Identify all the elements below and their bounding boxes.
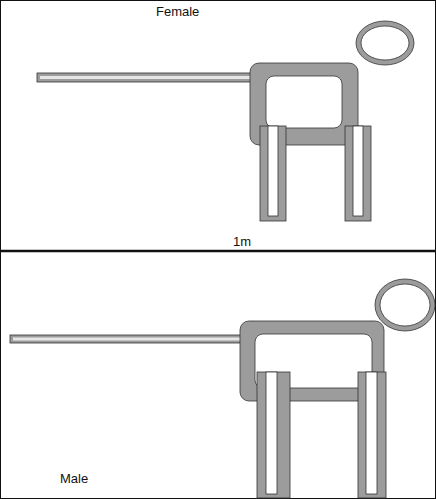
- male-schematic: [10, 279, 435, 498]
- panel-divider: [0, 250, 436, 253]
- panel-label: Female: [156, 4, 199, 20]
- rostrum-inner: [40, 76, 252, 79]
- leg-left: [260, 126, 286, 221]
- leg-left: [257, 372, 290, 498]
- rostrum-bar: [37, 73, 255, 82]
- body-inner: [266, 76, 342, 128]
- head-ring: [356, 21, 414, 65]
- scale-label: 1m: [233, 234, 251, 250]
- head-ring: [375, 279, 435, 331]
- leg-right-inner: [353, 126, 363, 216]
- leg-right: [358, 372, 386, 498]
- head-inner: [361, 26, 409, 60]
- leg-right-inner: [366, 372, 377, 494]
- leg-left-inner: [268, 126, 278, 216]
- head-inner: [380, 284, 430, 326]
- rostrum-bar: [10, 335, 258, 343]
- leg-right: [345, 126, 371, 221]
- rostrum-inner: [13, 338, 255, 341]
- panel-label: Male: [60, 471, 88, 487]
- female-schematic: [37, 21, 414, 221]
- leg-left-inner: [266, 372, 277, 494]
